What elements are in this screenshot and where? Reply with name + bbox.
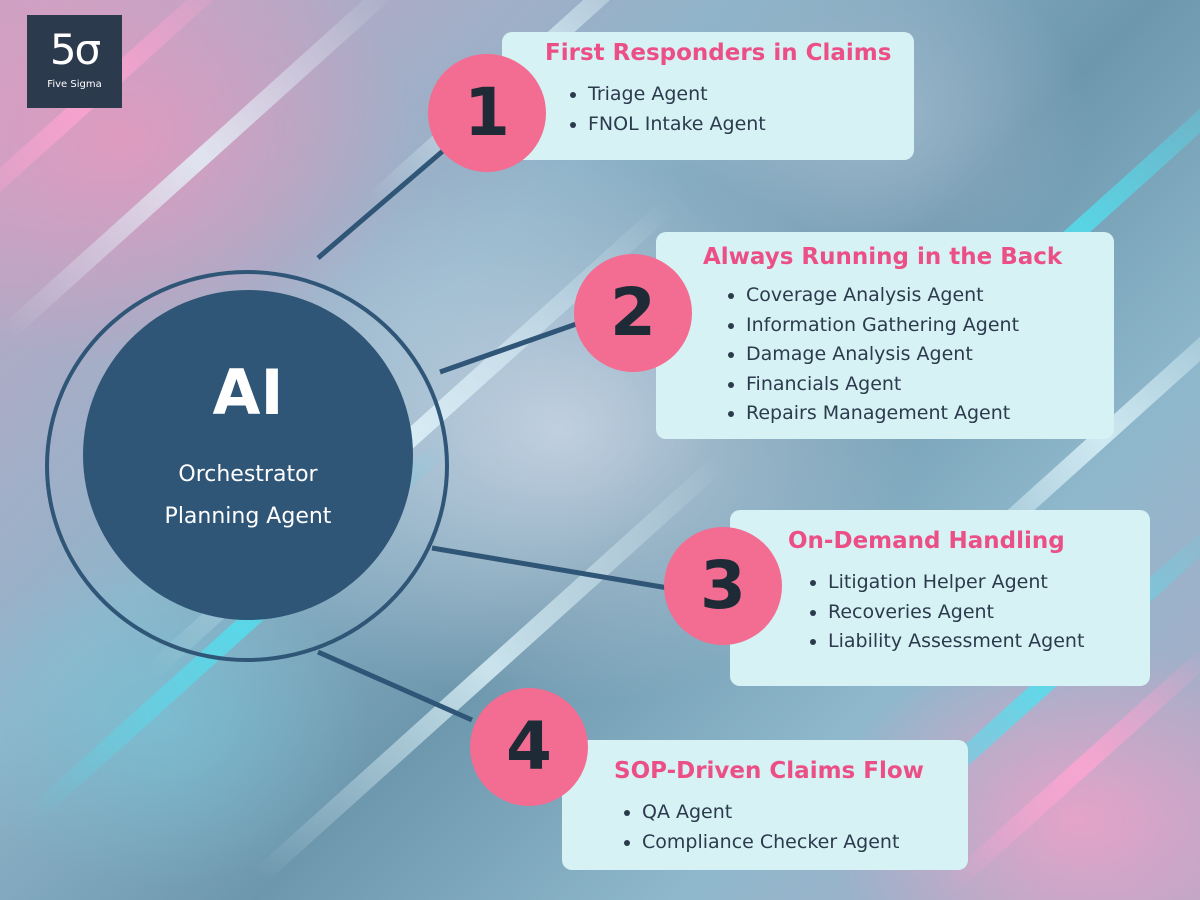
hub-subtitle: Orchestrator Planning Agent xyxy=(83,454,413,538)
stage-card-4: SOP-Driven Claims Flow QA Agent Complian… xyxy=(562,740,968,870)
stage-title: On-Demand Handling xyxy=(788,528,1065,554)
stage-title: Always Running in the Back xyxy=(703,244,1063,270)
list-item: Compliance Checker Agent xyxy=(622,828,899,858)
hub-subtitle-line1: Orchestrator xyxy=(178,462,318,487)
ai-orchestrator-hub: AI Orchestrator Planning Agent xyxy=(83,290,413,620)
list-item: Litigation Helper Agent xyxy=(808,568,1084,598)
stage-number-badge-1: 1 xyxy=(428,54,546,172)
logo-mark: 5σ xyxy=(49,25,101,74)
list-item: Liability Assessment Agent xyxy=(808,627,1084,657)
stage-title: SOP-Driven Claims Flow xyxy=(614,758,924,784)
stage-card-1: First Responders in Claims Triage Agent … xyxy=(502,32,914,160)
list-item: Triage Agent xyxy=(568,80,766,110)
list-item: QA Agent xyxy=(622,798,899,828)
connector-2 xyxy=(439,319,583,375)
stage-number-badge-3: 3 xyxy=(664,527,782,645)
list-item: FNOL Intake Agent xyxy=(568,110,766,140)
agent-list: Litigation Helper Agent Recoveries Agent… xyxy=(808,568,1084,657)
agent-list: Triage Agent FNOL Intake Agent xyxy=(568,80,766,139)
five-sigma-logo: 5σ Five Sigma xyxy=(27,15,122,108)
stage-number-badge-4: 4 xyxy=(470,688,588,806)
connector-3 xyxy=(431,545,669,591)
stage-card-3: On-Demand Handling Litigation Helper Age… xyxy=(730,510,1150,686)
logo-name: Five Sigma xyxy=(47,79,102,90)
connector-4 xyxy=(316,649,474,723)
connector-1 xyxy=(316,148,446,260)
agent-list: Coverage Analysis Agent Information Gath… xyxy=(726,281,1019,429)
stage-number-badge-2: 2 xyxy=(574,254,692,372)
hub-subtitle-line2: Planning Agent xyxy=(164,504,332,529)
hub-ring xyxy=(45,270,449,662)
list-item: Information Gathering Agent xyxy=(726,311,1019,341)
hub-title: AI xyxy=(212,356,284,429)
stage-card-2: Always Running in the Back Coverage Anal… xyxy=(656,232,1114,439)
stage-title: First Responders in Claims xyxy=(545,40,892,66)
list-item: Financials Agent xyxy=(726,370,1019,400)
list-item: Recoveries Agent xyxy=(808,598,1084,628)
agent-list: QA Agent Compliance Checker Agent xyxy=(622,798,899,857)
list-item: Coverage Analysis Agent xyxy=(726,281,1019,311)
list-item: Repairs Management Agent xyxy=(726,399,1019,429)
list-item: Damage Analysis Agent xyxy=(726,340,1019,370)
